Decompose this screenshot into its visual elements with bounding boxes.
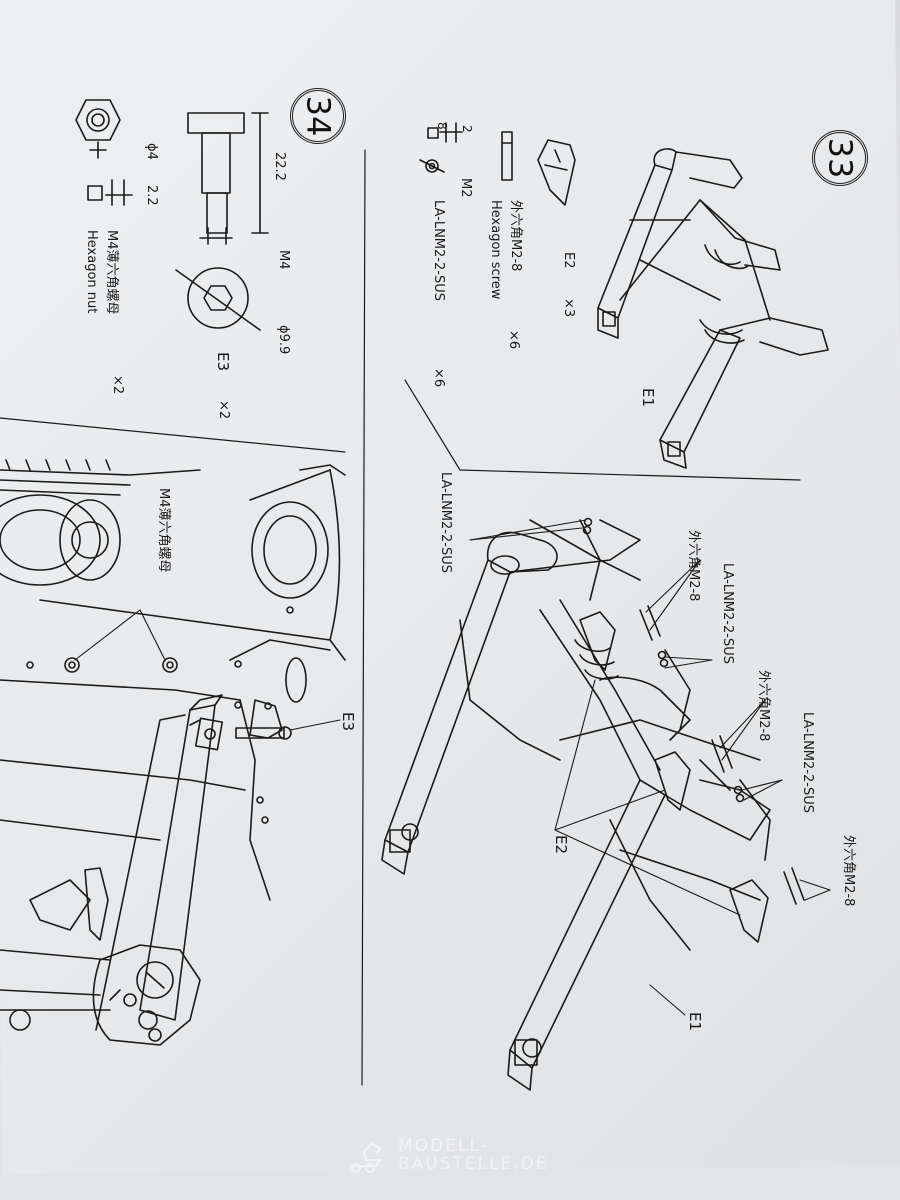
watermark-line2: BAUSTELLE.DE bbox=[398, 1154, 549, 1174]
tooth-bot bbox=[729, 879, 769, 943]
callout-nut: M4薄六角螺母 bbox=[156, 488, 171, 573]
callout-lanm-3: LA-LNM2-2-SUS bbox=[800, 712, 815, 813]
e3-qty: ×2 bbox=[216, 400, 231, 420]
step-34-badge: 34 bbox=[290, 88, 346, 144]
callout-leaders-step33 bbox=[469, 519, 831, 1016]
e3-pin-side-icon bbox=[187, 112, 269, 245]
callout-screw-1: 外六角M2-8 bbox=[686, 530, 701, 602]
e3-thread-dim: M4 bbox=[276, 250, 291, 270]
excavator-logo-icon bbox=[350, 1142, 383, 1173]
e3-part-label: E3 bbox=[214, 352, 232, 372]
callout-screw-3: 外六角M2-8 bbox=[841, 835, 856, 907]
nut-side-icon bbox=[87, 141, 133, 206]
callout-e3: E3 bbox=[339, 712, 357, 732]
nut-m2-dim: M2 bbox=[458, 178, 473, 198]
e3-length-dim: 22.2 bbox=[272, 152, 287, 181]
callout-screw-2: 外六角M2-8 bbox=[756, 670, 771, 742]
callout-lanm-1: LA-LNM2-2-SUS bbox=[438, 472, 453, 573]
callout-e2: E2 bbox=[552, 835, 570, 855]
lanm-part-code: LA-LNM2-2-SUS bbox=[431, 200, 446, 301]
section-divider-left bbox=[0, 417, 346, 453]
e1-frame-small-drawing bbox=[597, 148, 829, 469]
hex-nut-cn-label: M4薄六角螺母 bbox=[104, 230, 119, 315]
section-divider-vertical bbox=[361, 149, 366, 1086]
tooth-mid bbox=[654, 751, 691, 811]
hexagon-screw-icon bbox=[501, 131, 513, 181]
lanm-qty: ×6 bbox=[431, 368, 446, 388]
step-33-badge: 33 bbox=[812, 130, 868, 186]
e3-pin-top-icon bbox=[175, 267, 261, 331]
hex-screw-qty: ×6 bbox=[506, 330, 521, 350]
hexagon-nut-icon bbox=[75, 99, 121, 141]
watermark: MODELL- BAUSTELLE.DE bbox=[346, 1136, 566, 1176]
e1-frame-large-drawing bbox=[381, 517, 805, 1091]
callout-e1: E1 bbox=[686, 1012, 704, 1032]
callout-lanm-2: LA-LNM2-2-SUS bbox=[720, 563, 735, 664]
hex-screw-en-label: Hexagon screw bbox=[488, 200, 503, 300]
step34-assembly-drawing bbox=[0, 459, 346, 1046]
hexagon-screw-dimension bbox=[427, 122, 463, 143]
section-divider-upper bbox=[404, 379, 801, 481]
hex-nut-qty: ×2 bbox=[110, 375, 125, 395]
hex-nut-en-label: Hexagon nut bbox=[84, 230, 99, 314]
hex-screw-cn-label: 外六角M2-8 bbox=[508, 200, 523, 272]
e2-qty: ×3 bbox=[561, 298, 576, 318]
nylock-nut-icon bbox=[419, 159, 445, 173]
step-34-number: 34 bbox=[299, 95, 337, 137]
nut-dia-dim: ϕ4 bbox=[144, 143, 159, 160]
e1-small-label: E1 bbox=[639, 388, 657, 408]
e2-tooth-icon bbox=[537, 139, 576, 206]
step-33-number: 33 bbox=[821, 137, 859, 179]
watermark-line1: MODELL- bbox=[398, 1136, 489, 1156]
nut-thk-dim: 2.2 bbox=[144, 185, 159, 206]
hex-screw-dim-b: 8 bbox=[435, 122, 449, 130]
e2-part-label: E2 bbox=[561, 252, 576, 269]
e3-diameter-dim: ϕ9.9 bbox=[276, 325, 291, 355]
tooth-top bbox=[579, 611, 616, 671]
hex-screw-dim-a: 2 bbox=[460, 125, 474, 133]
